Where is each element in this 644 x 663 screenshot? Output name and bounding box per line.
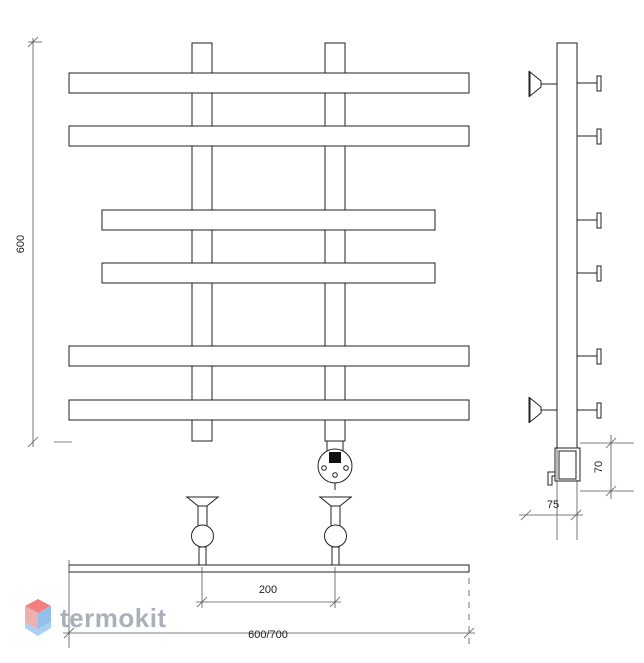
thermostat-controller <box>317 440 353 490</box>
bottom-view: 200 600/700 <box>63 496 475 648</box>
mount-spacing-label: 200 <box>259 584 277 596</box>
bar-stub-6 <box>577 402 602 419</box>
top-wall-bracket <box>528 70 557 98</box>
bar-stub-4 <box>577 265 602 282</box>
width-dimension-label: 600/700 <box>248 629 288 641</box>
horizontal-bar-4 <box>101 262 436 284</box>
height-dimension: 600 <box>15 36 72 448</box>
front-view <box>68 42 470 490</box>
horizontal-bar-6 <box>68 399 470 421</box>
left-wall-mount <box>185 496 220 568</box>
depth-dimension: 75 <box>519 499 583 521</box>
side-heater-housing <box>547 447 581 486</box>
right-wall-mount <box>318 496 353 568</box>
horizontal-bar-1 <box>68 72 470 94</box>
bottom-wall-bracket <box>528 396 557 424</box>
horizontal-bar-3 <box>101 209 436 231</box>
display-icon <box>329 452 341 463</box>
horizontal-bar-2 <box>68 125 470 147</box>
bar-stub-1 <box>577 75 602 92</box>
termokit-logo: termokit <box>25 599 167 636</box>
width-dimension: 600/700 <box>63 627 475 641</box>
mount-spacing-dimension: 200 <box>196 567 341 608</box>
side-view: 75 70 <box>519 42 634 540</box>
right-vertical-tube <box>324 42 346 442</box>
bar-stub-5 <box>577 348 602 365</box>
bar-profile <box>68 564 470 573</box>
bar-stub-3 <box>577 212 602 229</box>
left-vertical-tube <box>191 42 213 442</box>
bottom-offset-dimension: 70 <box>593 435 617 499</box>
bottom-offset-label: 70 <box>593 461 605 473</box>
bar-stub-2 <box>577 128 602 145</box>
depth-dimension-label: 75 <box>547 499 559 511</box>
height-dimension-label: 600 <box>15 235 27 253</box>
logo-text: termokit <box>60 603 167 633</box>
cube-icon <box>25 599 51 636</box>
side-vertical-tube <box>556 42 578 449</box>
horizontal-bar-5 <box>68 345 470 367</box>
